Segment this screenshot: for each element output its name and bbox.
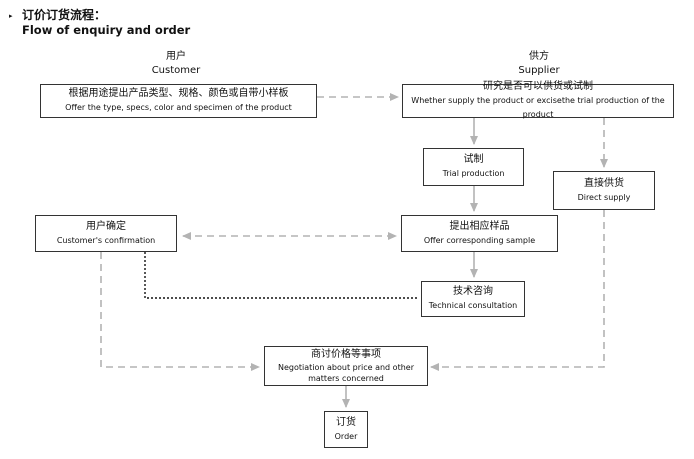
node-negotiate: 商讨价格等事项 Negotiation about price and othe… — [264, 346, 428, 386]
node-direct-en: Direct supply — [577, 192, 631, 202]
node-order: 订货 Order — [324, 411, 368, 448]
node-trial-zh: 试制 — [463, 154, 484, 165]
title-english: Flow of enquiry and order — [22, 23, 191, 37]
node-request-en: Offer the type, specs, color and specime… — [65, 103, 292, 112]
node-consult-zh: 技术咨询 — [453, 286, 493, 297]
supplier-label-zh: 供方 — [529, 51, 549, 62]
node-confirm-zh: 用户确定 — [86, 220, 126, 232]
node-supply-check: 研究是否可以供货或试制 Whether supply the product o… — [402, 81, 674, 119]
customer-label-en: Customer — [151, 65, 201, 76]
supplier-label-en: Supplier — [518, 65, 560, 76]
supplier-column-label: 供方 Supplier — [479, 50, 599, 78]
node-consult: 技术咨询 Technical consultation — [421, 281, 525, 317]
bullet-icon: ▸ — [9, 12, 13, 20]
arrow-direct-to-negotiate — [430, 210, 605, 371]
customer-column-label: 用户 Customer — [116, 50, 236, 78]
node-request: 根据用途提出产品类型、规格、颜色或自带小样板 Offer the type, s… — [40, 84, 317, 118]
node-trial: 试制 Trial production — [423, 148, 524, 186]
dotted-link-confirm-to-consult — [144, 252, 419, 299]
title-chinese: 订价订货流程： — [22, 8, 107, 22]
node-supply-check-en: Whether supply the product or excisethe … — [411, 96, 665, 119]
node-confirm: 用户确定 Customer's confirmation — [35, 215, 177, 252]
node-negotiate-zh: 商讨价格等事项 — [311, 349, 381, 360]
node-direct-zh: 直接供货 — [584, 177, 624, 189]
node-sample: 提出相应样品 Offer corresponding sample — [401, 215, 558, 252]
node-sample-zh: 提出相应样品 — [449, 220, 510, 232]
node-order-zh: 订货 — [336, 416, 356, 428]
node-request-zh: 根据用途提出产品类型、规格、颜色或自带小样板 — [68, 88, 289, 99]
node-supply-check-zh: 研究是否可以供货或试制 — [483, 81, 593, 92]
customer-label-zh: 用户 — [166, 51, 186, 62]
node-negotiate-en: Negotiation about price and other matter… — [278, 363, 414, 383]
node-consult-en: Technical consultation — [428, 301, 518, 310]
node-direct: 直接供货 Direct supply — [553, 171, 655, 210]
node-confirm-en: Customer's confirmation — [56, 235, 156, 245]
arrow-confirm-to-negotiate — [100, 252, 260, 371]
node-sample-en: Offer corresponding sample — [423, 235, 536, 245]
node-trial-en: Trial production — [442, 169, 505, 178]
node-order-en: Order — [334, 431, 358, 441]
